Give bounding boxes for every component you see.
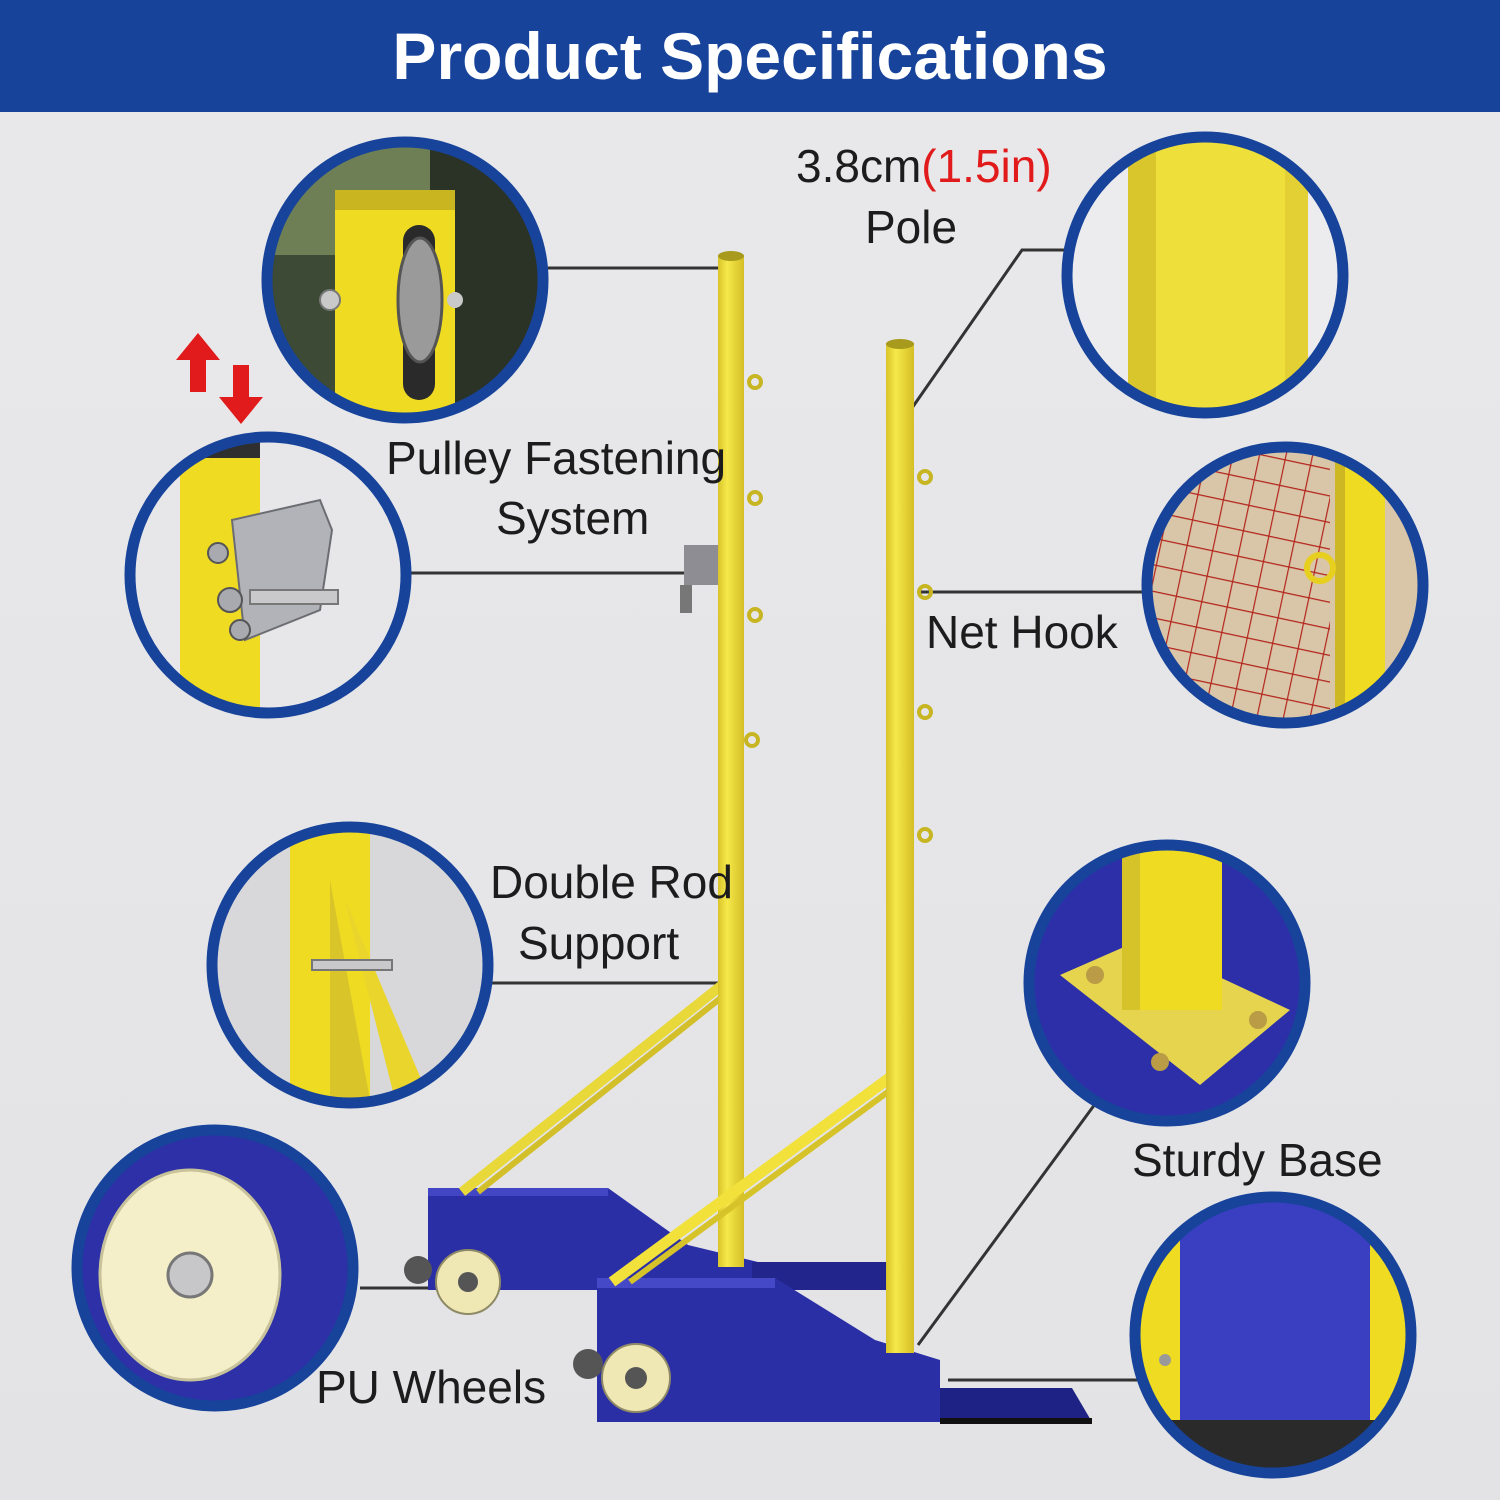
pu-wheels-label: PU Wheels [316,1361,547,1413]
back-wheel [404,1249,501,1315]
pole-connector [910,248,1065,409]
pulley-label-line2: System [496,492,650,544]
front-pole-hooks [917,469,933,843]
wheel-detail-image [71,1124,359,1412]
back-base [428,1188,892,1290]
pole-size-label: 3.8cm(1.5in) [796,136,1052,196]
height-adjust-arrows-icon [176,333,263,424]
header-banner [0,0,1500,112]
front-diagonal-rod-2 [628,1080,902,1285]
pole-size-cm: 3.8cm [796,140,922,192]
base-corner-detail-image [1129,1191,1417,1479]
back-pole [718,255,744,1267]
back-pole-bracket [680,545,718,613]
front-wheel [573,1343,671,1413]
back-diagonal-rod [458,981,726,1196]
bracket-detail-image [124,431,412,719]
double-rod-label-line1: Double Rod [490,856,733,908]
net-hook-label: Net Hook [926,606,1118,658]
base-plate-detail-image [1023,839,1311,1127]
net-hook-detail-image [1141,441,1429,729]
pole-detail-image [1061,131,1349,419]
sturdy-base-label: Sturdy Base [1132,1134,1383,1186]
page-title: Product Specifications [392,19,1108,93]
pulley-label-line1: Pulley Fastening [386,432,727,484]
badminton-stand [404,251,1092,1424]
pole-label: Pole [865,201,958,253]
front-base [597,1278,1092,1424]
pulley-detail-image [261,136,549,424]
front-pole [886,343,914,1353]
sturdy-base-connector [916,1099,1100,1346]
double-rod-label-line2: Support [518,917,680,969]
back-pole-hooks [744,374,763,748]
back-diagonal-rod-2 [476,990,729,1195]
double-rod-detail-image [206,821,494,1109]
pole-size-in: (1.5in) [921,140,1052,192]
front-diagonal-rod [608,1068,900,1287]
